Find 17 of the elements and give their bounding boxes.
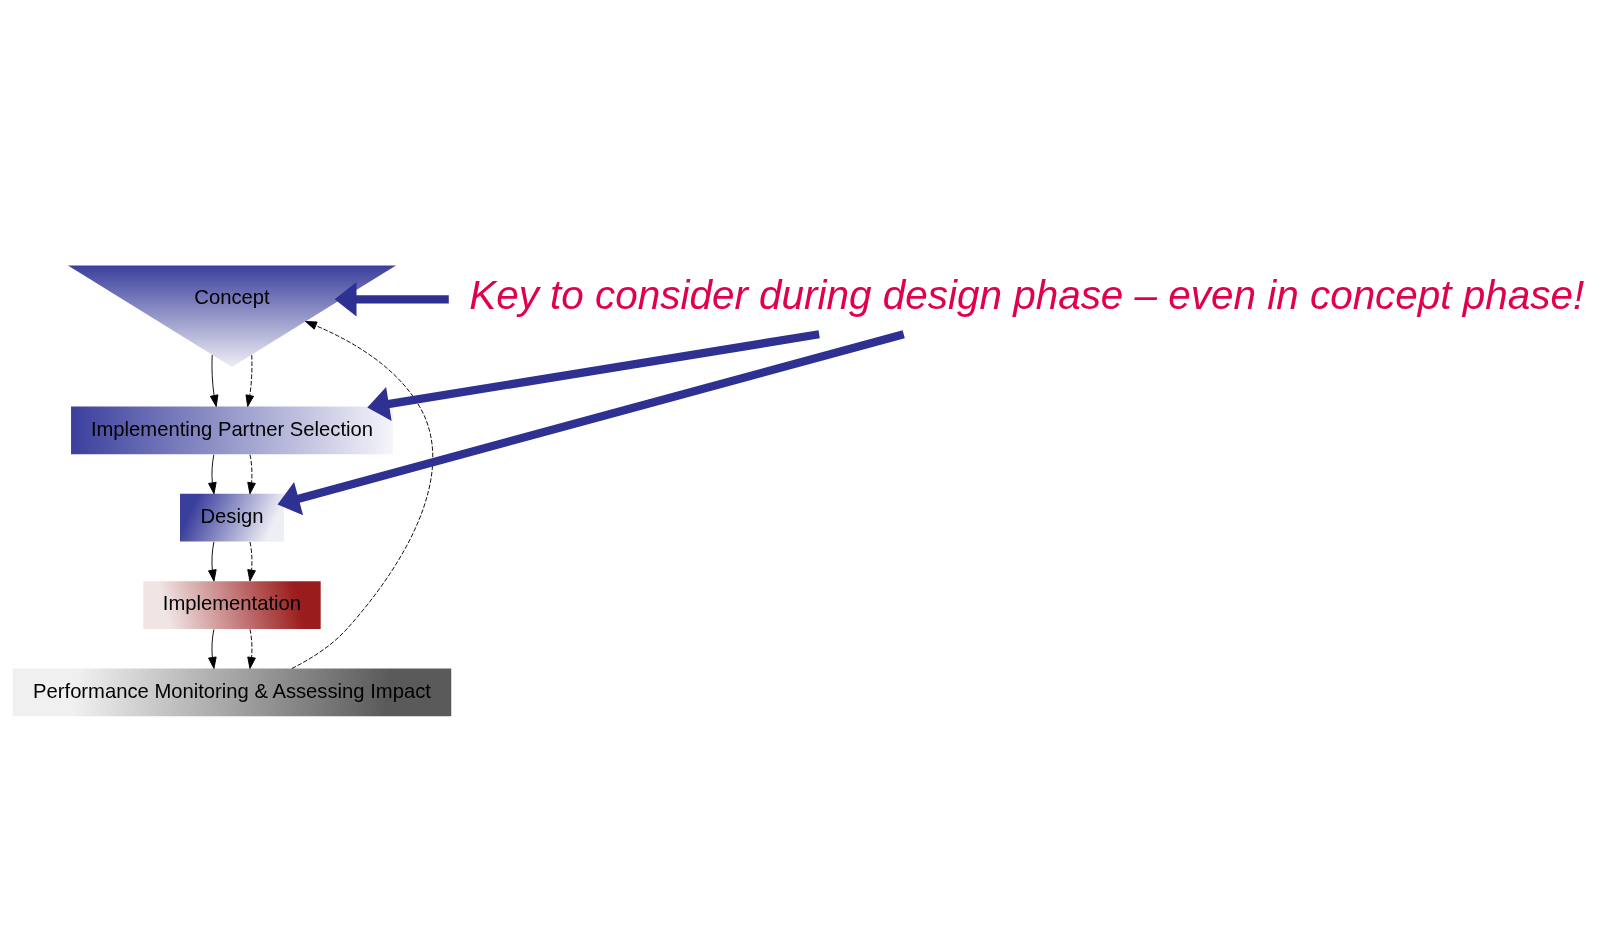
- arrow: [367, 330, 820, 421]
- arrow: [291, 321, 434, 669]
- arrow: [208, 541, 217, 582]
- arrow: [208, 628, 217, 669]
- arrow: [208, 454, 217, 495]
- node-box: Performance Monitoring & Assessing Impact: [12, 668, 452, 717]
- arrow: [247, 454, 256, 495]
- node-box: Implementation: [143, 581, 321, 629]
- arrow: [277, 330, 905, 516]
- arrow: [245, 354, 254, 407]
- node-box: Implementing Partner Selection: [71, 406, 393, 455]
- arrow: [209, 354, 219, 407]
- arrow: [334, 282, 449, 317]
- node-text: Key to consider during design phase – even in concept phase!: [469, 271, 1585, 318]
- node-box: Design: [180, 493, 284, 542]
- arrow: [247, 541, 256, 582]
- arrow: [247, 628, 256, 669]
